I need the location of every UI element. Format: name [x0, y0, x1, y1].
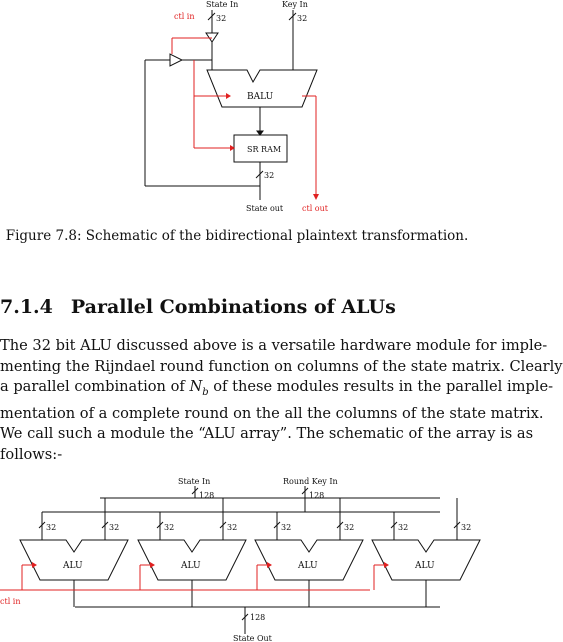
bus-slash	[453, 521, 461, 529]
alu-block	[19, 539, 129, 581]
lane-width-label: 32	[398, 523, 408, 532]
bus-slash	[156, 521, 164, 529]
ctl-arrow	[267, 562, 272, 568]
bus-width-key: 32	[297, 14, 307, 23]
array-ctl-in-label: ctl in	[0, 597, 21, 606]
math-subscript: b	[202, 387, 209, 399]
lane-width-label: 32	[344, 523, 354, 532]
bus-width-out: 32	[264, 171, 274, 180]
bus-width-state: 128	[199, 491, 214, 500]
paragraph-line: menting the Rijndael round function on c…	[0, 357, 563, 375]
alu-label: ALU	[414, 561, 435, 571]
section-title: Parallel Combinations of ALUs	[70, 296, 396, 318]
state-in-label: State In	[206, 0, 238, 9]
key-in-label: Key In	[282, 0, 308, 9]
ctl-arrow	[150, 562, 155, 568]
bus-slash	[101, 521, 109, 529]
balu-label: BALU	[247, 92, 274, 102]
ctl-arrow	[384, 562, 389, 568]
array-state-in-label: State In	[178, 477, 210, 486]
alu-label: ALU	[62, 561, 83, 571]
lane-width-label: 32	[281, 523, 291, 532]
array-state-out-label: State Out	[233, 634, 273, 642]
section-heading: 7.1.4 Parallel Combinations of ALUs	[0, 296, 396, 318]
balu-block	[206, 69, 318, 108]
bus-slash	[336, 521, 344, 529]
paragraph-line: follows:-	[0, 445, 63, 463]
body-paragraph: The 32 bit ALU discussed above is a vers…	[0, 336, 563, 465]
bus-slash	[390, 521, 398, 529]
ctl-out-label: ctl out	[302, 204, 329, 213]
section-number: 7.1.4	[0, 296, 53, 318]
sr-ram-label: SR RAM	[247, 145, 281, 154]
alu-label: ALU	[297, 561, 318, 571]
paragraph-text: a parallel combination of	[0, 378, 190, 396]
ctl-in-label: ctl in	[174, 12, 195, 21]
alu-block	[371, 539, 481, 581]
alu-label: ALU	[180, 561, 201, 571]
lane-width-label: 32	[109, 523, 119, 532]
bus-slash	[38, 521, 46, 529]
ctl-arrow	[32, 562, 37, 568]
alu-block	[137, 539, 247, 581]
bus-width-top: 32	[216, 14, 226, 23]
bus-width-key: 128	[309, 491, 324, 500]
lane-width-label: 32	[46, 523, 56, 532]
lane-width-label: 32	[461, 523, 471, 532]
bus-slash	[219, 521, 227, 529]
paragraph-line: We call such a module the “ALU array”. T…	[0, 425, 534, 443]
alu-block	[254, 539, 364, 581]
paragraph-line: mentation of a complete round on the all…	[0, 404, 544, 422]
lane-width-label: 32	[227, 523, 237, 532]
state-out-label: State out	[246, 204, 284, 213]
math-n: N	[189, 378, 203, 396]
bus-width-out: 128	[250, 613, 265, 622]
paragraph-line: The 32 bit ALU discussed above is a vers…	[0, 337, 548, 354]
paragraph-line: a parallel combination of Nb of these mo…	[0, 377, 553, 404]
lane-width-label: 32	[164, 523, 174, 532]
figure-caption: Figure 7.8: Schematic of the bidirection…	[5, 228, 469, 244]
bus-slash	[273, 521, 281, 529]
figure-7-8-schematic: State In Key In ctl in 32 32 BALU SR RAM…	[144, 0, 329, 213]
paragraph-text: of these modules results in the parallel…	[208, 378, 554, 396]
round-key-in-label: Round Key In	[283, 477, 338, 486]
